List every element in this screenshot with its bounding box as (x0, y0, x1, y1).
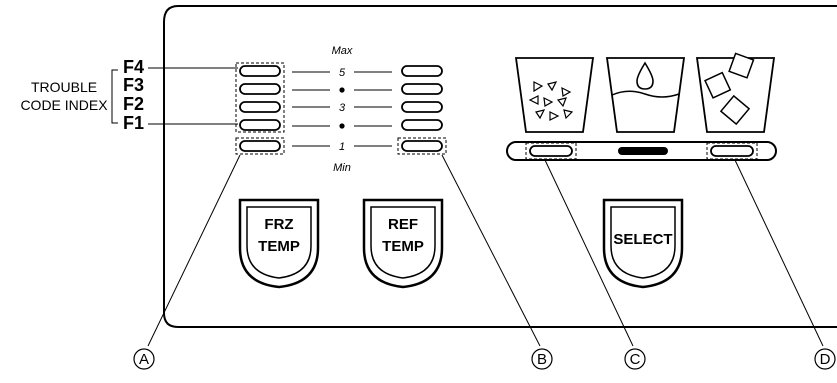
trouble-title-line1: TROUBLE (31, 79, 97, 95)
crushed-ice-icon (514, 57, 595, 133)
scale-min-label: Min (333, 162, 351, 174)
cubed-led-box (706, 142, 758, 160)
frz-temp-button[interactable]: FRZ TEMP (238, 198, 320, 289)
callout-d: D (814, 348, 836, 370)
scale-max-label: Max (332, 45, 353, 57)
freezer-indicators (235, 62, 285, 155)
ref-led-4 (401, 83, 443, 95)
cubed-led (710, 145, 754, 157)
leader-d (734, 159, 824, 347)
ref-label: REF (388, 216, 418, 233)
callout-c: C (624, 348, 646, 370)
freezer-led-4 (239, 83, 281, 95)
svg-text:D: D (820, 351, 831, 368)
leader-c (544, 159, 634, 347)
ref-temp-label: TEMP (382, 238, 424, 255)
code-f1: F1 (123, 113, 144, 133)
leader-b (441, 154, 541, 347)
scale-dot-4 (339, 87, 345, 93)
trouble-code-index: TROUBLE CODE INDEX F4 F3 F2 F1 (20, 57, 238, 133)
frz-label: FRZ (264, 216, 293, 233)
freezer-led-2 (239, 119, 281, 131)
trouble-title-line2: CODE INDEX (20, 97, 108, 113)
freezer-led-3 (239, 101, 281, 113)
svg-text:A: A (139, 351, 149, 368)
dispenser-mode-bar (506, 141, 777, 161)
water-led (618, 147, 668, 155)
ref-led-1-box (397, 137, 447, 155)
select-label: SELECT (613, 231, 672, 248)
callout-a: A (133, 348, 155, 370)
panel-outline (163, 5, 837, 328)
scale-dot-2 (339, 123, 345, 129)
cubed-ice-icon (695, 52, 776, 133)
freezer-led-1 (239, 140, 281, 152)
code-f4: F4 (123, 57, 144, 77)
trouble-bracket (111, 69, 118, 124)
ref-led-3 (401, 101, 443, 113)
freezer-led-1-box (235, 137, 285, 155)
water-icon (605, 57, 686, 133)
code-f3: F3 (123, 75, 144, 95)
ref-led-1 (401, 140, 443, 152)
temperature-scale: Max 5 3 1 Min (292, 45, 392, 174)
ref-temp-button[interactable]: REF TEMP (362, 198, 444, 289)
freezer-led-5 (239, 65, 281, 77)
select-button[interactable]: SELECT (602, 198, 684, 289)
svg-text:C: C (630, 351, 641, 368)
trouble-code-dashed-box (235, 62, 285, 133)
crushed-led (529, 145, 573, 157)
leader-a (147, 154, 241, 347)
refrigerator-indicators (397, 65, 447, 155)
ref-led-5 (401, 65, 443, 77)
scale-level-3: 3 (339, 102, 346, 114)
crushed-led-box (525, 142, 577, 160)
svg-text:B: B (537, 351, 547, 368)
code-f2: F2 (123, 94, 144, 114)
ref-led-2 (401, 119, 443, 131)
scale-level-5: 5 (339, 67, 346, 79)
callout-b: B (531, 348, 553, 370)
scale-level-1: 1 (339, 141, 345, 153)
frz-temp-label: TEMP (258, 238, 300, 255)
